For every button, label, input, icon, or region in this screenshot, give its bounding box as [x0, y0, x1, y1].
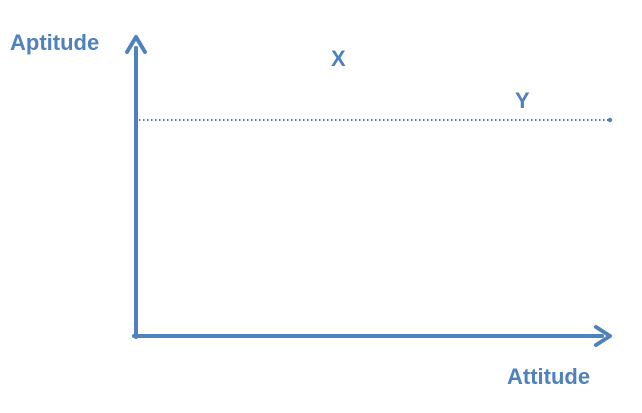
x-axis-label: Attitude [507, 364, 591, 389]
y-axis-arrowhead [125, 35, 147, 54]
point-x-label: X [331, 46, 346, 71]
y-axis-label: Aptitude [10, 30, 100, 55]
x-axis-arrowhead [594, 325, 612, 347]
point-y-label: Y [515, 88, 530, 113]
dotted-line-end-dot [607, 117, 613, 123]
